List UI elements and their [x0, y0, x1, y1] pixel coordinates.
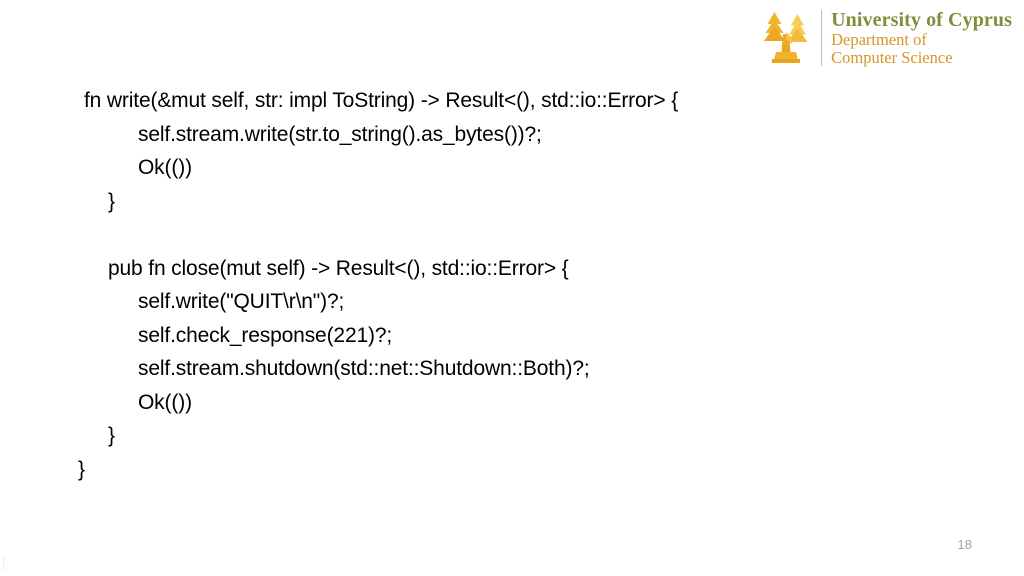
- page-number: 18: [957, 537, 972, 552]
- code-line: self.stream.write(str.to_string().as_byt…: [138, 122, 542, 146]
- code-line: }: [78, 457, 85, 481]
- logo-divider: [821, 10, 823, 66]
- logo-subtitle: Department of Computer Science: [831, 30, 953, 67]
- code-line: }: [108, 424, 115, 447]
- code-line: self.stream.shutdown(std::net::Shutdown:…: [138, 357, 590, 380]
- code-line-blank: [0, 218, 1024, 252]
- code-line: self.check_response(221)?;: [138, 323, 393, 347]
- code-line: }: [108, 189, 115, 213]
- code-line: pub fn close(mut self) -> Result<(), std…: [108, 256, 569, 280]
- corner-artifact: [3, 555, 8, 570]
- code-line: self.write("QUIT\r\n")?;: [138, 290, 345, 313]
- code-line: Ok(()): [138, 156, 192, 179]
- code-line: Ok(()): [138, 390, 192, 414]
- university-of-cyprus-tree-emblem-icon: [764, 12, 808, 63]
- university-logo: University of Cyprus Department of Compu…: [759, 8, 1012, 72]
- logo-text-block: University of Cyprus Department of Compu…: [831, 8, 1012, 67]
- code-block: fn write(&mut self, str: impl ToString) …: [0, 84, 1024, 486]
- logo-title: University of Cyprus: [831, 9, 1012, 31]
- code-line: fn write(&mut self, str: impl ToString) …: [84, 89, 679, 112]
